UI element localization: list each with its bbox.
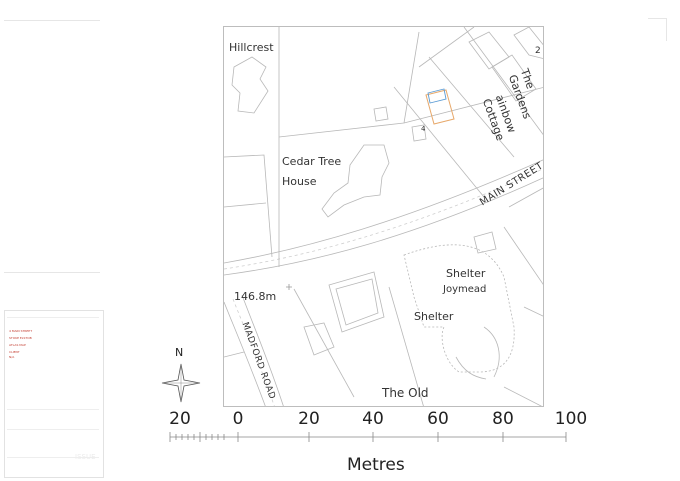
title-block-status: ISSUE	[75, 453, 96, 461]
label-house: House	[282, 175, 317, 188]
label-joymead: Joymead	[443, 284, 487, 295]
frame-corner-top-left	[4, 20, 100, 21]
scale-tick-label: 80	[492, 409, 514, 429]
map-linework	[224, 27, 543, 406]
scale-tick-label: 40	[362, 409, 384, 429]
scale-tick-label: 0	[232, 409, 244, 429]
site-location-map: Hillcrest 2 The Gardens ainbow Cottage 4…	[223, 26, 544, 407]
scale-tick-label: 20	[298, 409, 320, 429]
scale-tick-label: 60	[427, 409, 449, 429]
title-block-address-line: CLIENT	[9, 350, 20, 354]
title-block-rule	[7, 429, 99, 430]
frame-corner-top-right	[648, 18, 667, 41]
label-the-old: The Old	[382, 386, 429, 400]
scale-bar	[169, 432, 567, 442]
title-block-rule	[7, 409, 99, 410]
spot-height-marker	[286, 284, 292, 290]
title-block-address-line: ATLAS MAP	[9, 343, 26, 347]
label-hillcrest: Hillcrest	[229, 41, 274, 54]
title-block-address-line: N/A	[9, 355, 15, 359]
north-arrow-icon	[161, 363, 201, 403]
title-block-rule	[7, 457, 99, 458]
scale-unit-label: Metres	[347, 455, 405, 475]
title-block-header-rule	[7, 317, 99, 318]
title-block-address-line: 4 MAIN STREET	[9, 329, 33, 333]
label-house-number-2: 2	[535, 46, 541, 56]
scale-tick-label: 20	[169, 409, 191, 429]
north-arrow-label: N	[175, 346, 184, 359]
label-shelter: Shelter	[414, 310, 454, 323]
title-block-panel: 4 MAIN STREET STOKE ELSTOB ATLAS MAP CLI…	[4, 310, 104, 478]
site-boundary	[425, 88, 455, 125]
label-house-number-4: 4	[421, 125, 426, 133]
label-cedar-tree: Cedar Tree	[282, 155, 342, 168]
label-spot-height: 146.8m	[234, 290, 277, 303]
frame-line-mid-left	[4, 272, 100, 273]
scale-tick-label: 100	[554, 409, 588, 429]
title-block-address-line: STOKE ELSTOB	[9, 336, 32, 340]
label-shelter-joymead: Shelter	[446, 267, 486, 280]
